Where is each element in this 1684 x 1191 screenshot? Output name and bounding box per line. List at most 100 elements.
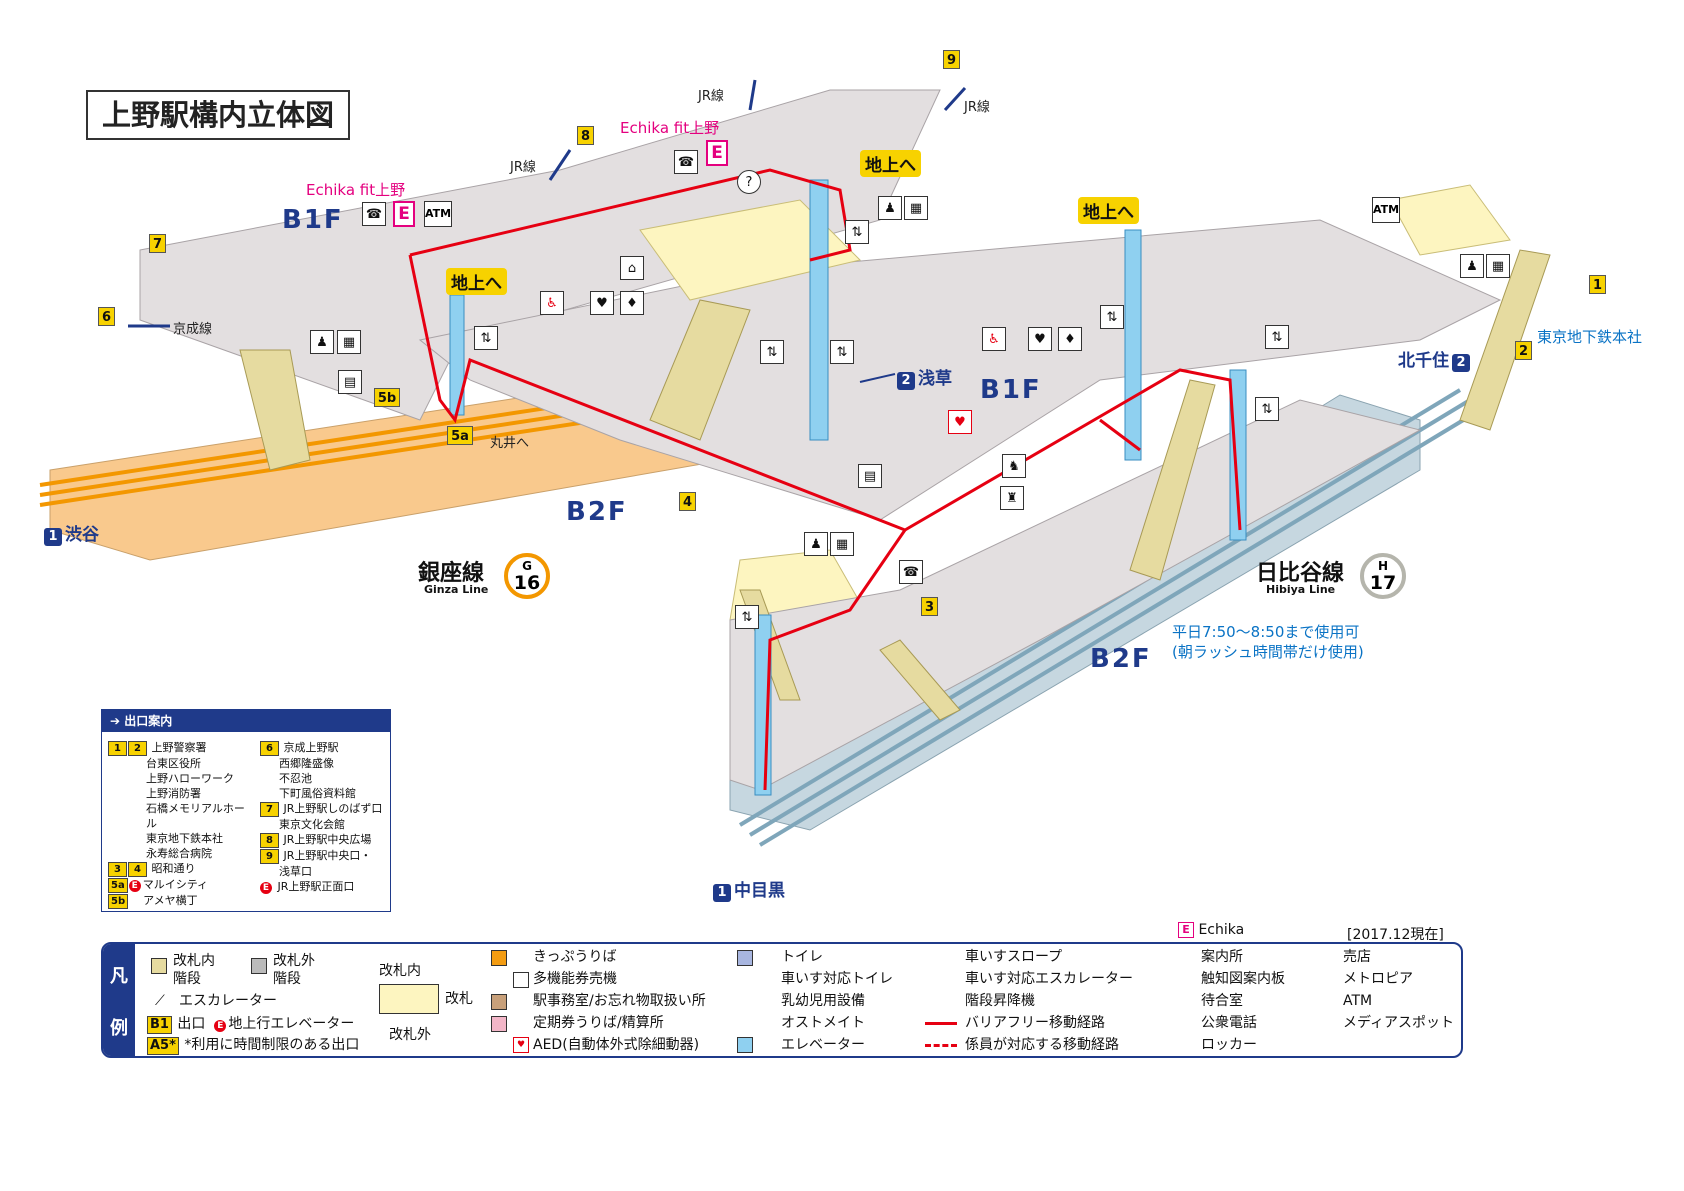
exit-guide-badge: 3 xyxy=(108,862,127,877)
barrier-free-route-3 xyxy=(763,529,907,791)
time-limited-note-line1: 平日7:50〜8:50まで使用可 xyxy=(1172,623,1360,641)
exit-guide-item: 上野消防署 xyxy=(146,787,201,800)
stairs-6 xyxy=(879,639,961,721)
exit-5a[interactable]: 5a xyxy=(447,426,473,445)
gate-in-label: 改札内 xyxy=(379,963,421,979)
exit-guide-group-9: 9 JR上野駅中央口・ xyxy=(260,848,390,864)
exit-2[interactable]: 2 xyxy=(1515,341,1532,360)
exit-guide-badge: 2 xyxy=(128,741,147,756)
jr-line-label-3: JR線 xyxy=(964,100,990,115)
legend-col1-1: 多機能券売機 xyxy=(533,971,617,987)
elevator-icon-8: ⇅ xyxy=(735,605,759,629)
ginza-line-sub: Ginza Line xyxy=(424,583,489,596)
floor-label-b1f-west: B1F xyxy=(282,205,344,235)
ginza-badge-number: 16 xyxy=(513,572,541,594)
legend-col1-4: AED(自動体外式除細動器) xyxy=(533,1037,700,1053)
exit-5b[interactable]: 5b xyxy=(374,388,400,407)
exit-guide-badge: 8 xyxy=(260,833,279,848)
barrier-free-route xyxy=(408,254,1242,532)
hibiya-line-sub: Hibiya Line xyxy=(1266,583,1336,596)
marui-label: 丸井へ xyxy=(490,436,530,451)
waiting-room-icon: ⌂ xyxy=(620,256,644,280)
legend-limited-row: A5* *利用に時間制限のある出口 xyxy=(147,1036,359,1055)
legend-col4-2: 待合室 xyxy=(1201,993,1243,1009)
exit-guide-item: 西郷隆盛像 xyxy=(279,757,334,770)
stairs-3 xyxy=(1129,379,1216,581)
multi-ticket-icon-center: ▦ xyxy=(904,196,928,220)
floor-label-b2f-west: B2F xyxy=(566,497,628,527)
exit-3[interactable]: 3 xyxy=(921,597,938,616)
exit-7[interactable]: 7 xyxy=(149,234,166,253)
legend-col1-3: 定期券うりば/精算所 xyxy=(533,1015,664,1031)
time-limited-note: 平日7:50〜8:50まで使用可(朝ラッシュ時間帯だけ使用) xyxy=(1172,622,1364,662)
exit-guide-item: 台東区役所 xyxy=(146,757,201,770)
barrier-free-route-4 xyxy=(1099,418,1141,452)
legend-side-top: 凡 xyxy=(110,966,128,987)
arrow-jr-1 xyxy=(548,149,572,181)
exit-4[interactable]: 4 xyxy=(679,492,696,511)
jr-line-label-1: JR線 xyxy=(510,160,536,175)
multi-ticket-icon-south: ▦ xyxy=(830,532,854,556)
locker-icon-south: ▤ xyxy=(858,464,882,488)
exit-1[interactable]: 1 xyxy=(1589,275,1606,294)
stairs-out-label: 改札外 階段 xyxy=(273,953,315,987)
multi-ticket-icon-east: ▦ xyxy=(1486,254,1510,278)
floor-label-b2f-east: B2F xyxy=(1090,644,1152,674)
ticket-icon xyxy=(491,950,507,966)
exit-guide-item: 永寿総合病院 xyxy=(146,847,212,860)
floor-label-b1f-east: B1F xyxy=(980,375,1042,405)
elevator-shaft-3 xyxy=(1124,229,1142,461)
legend-side-label: 凡例 xyxy=(103,944,135,1056)
direction-nakameguro-text: 中目黒 xyxy=(734,881,785,901)
gate-swatch xyxy=(379,984,439,1014)
elevator-icon-1: ⇅ xyxy=(474,326,498,350)
legend-col2-2: 乳幼児用設備 xyxy=(781,993,865,1009)
exit-guide-badge: 5a xyxy=(108,878,128,893)
exit-guide-item: 東京地下鉄本社 xyxy=(146,832,223,845)
keisei-line-label: 京成線 xyxy=(173,322,213,337)
direction-asakusa-text: 浅草 xyxy=(918,369,952,389)
stairs-in-swatch xyxy=(151,958,167,974)
arrow-asakusa xyxy=(859,373,896,383)
legend-col1-2: 駅事務室/お忘れ物取扱い所 xyxy=(533,993,706,1009)
multi-ticket-icon xyxy=(513,972,529,988)
hibiya-line-name: 日比谷線 xyxy=(1256,561,1345,586)
direction-shibuya-badge: 1 xyxy=(44,528,62,546)
direction-kitasenju-text: 北千住 xyxy=(1398,351,1449,371)
exit-guide-badge: 7 xyxy=(260,802,279,817)
exit-guide-item: 浅草口 xyxy=(279,865,312,878)
atm-icon-east: ATM xyxy=(1372,197,1400,223)
legend-col3-2: 階段昇降機 xyxy=(965,993,1035,1009)
toilet-icon-west: ♿ xyxy=(540,291,564,315)
exit-9[interactable]: 9 xyxy=(943,50,960,69)
legend-limited-badge: A5* xyxy=(147,1037,179,1055)
echika-fit-label-center: Echika fit上野 xyxy=(620,119,720,137)
exit-guide-badge: 9 xyxy=(260,849,279,864)
legend-col2-4: エレベーター xyxy=(781,1037,865,1053)
exit-6[interactable]: 6 xyxy=(98,307,115,326)
public-phone-icon-center: ☎ xyxy=(674,150,698,174)
exit-guide-right-column: 6 京成上野駅 西郷隆盛像 不忍池 下町風俗資料館 7 JR上野駅しのばず口 東… xyxy=(260,740,390,894)
toilet-icon-east: ♿ xyxy=(982,327,1006,351)
legend-exit-text: 出口 xyxy=(177,1016,206,1032)
legend-col5-0: 売店 xyxy=(1343,949,1371,965)
exit-8[interactable]: 8 xyxy=(577,126,594,145)
elevator-icon-4: ⇅ xyxy=(845,220,869,244)
exit-guide-badge: 1 xyxy=(108,741,127,756)
legend-col5-3: メディアスポット xyxy=(1343,1015,1455,1031)
legend-col1-0: きっぷうりば xyxy=(533,949,617,965)
legend-col5-1: メトロピア xyxy=(1343,971,1413,987)
gate-label: 改札 xyxy=(445,991,473,1007)
aed-icon: ♥ xyxy=(948,410,972,434)
barrier-free-route-2 xyxy=(409,168,852,262)
exit-guide-header-text: 出口案内 xyxy=(124,714,173,728)
exit-guide-item: JR上野駅正面口 xyxy=(277,880,355,893)
exit-guide-group-6: 6 京成上野駅 xyxy=(260,740,390,756)
